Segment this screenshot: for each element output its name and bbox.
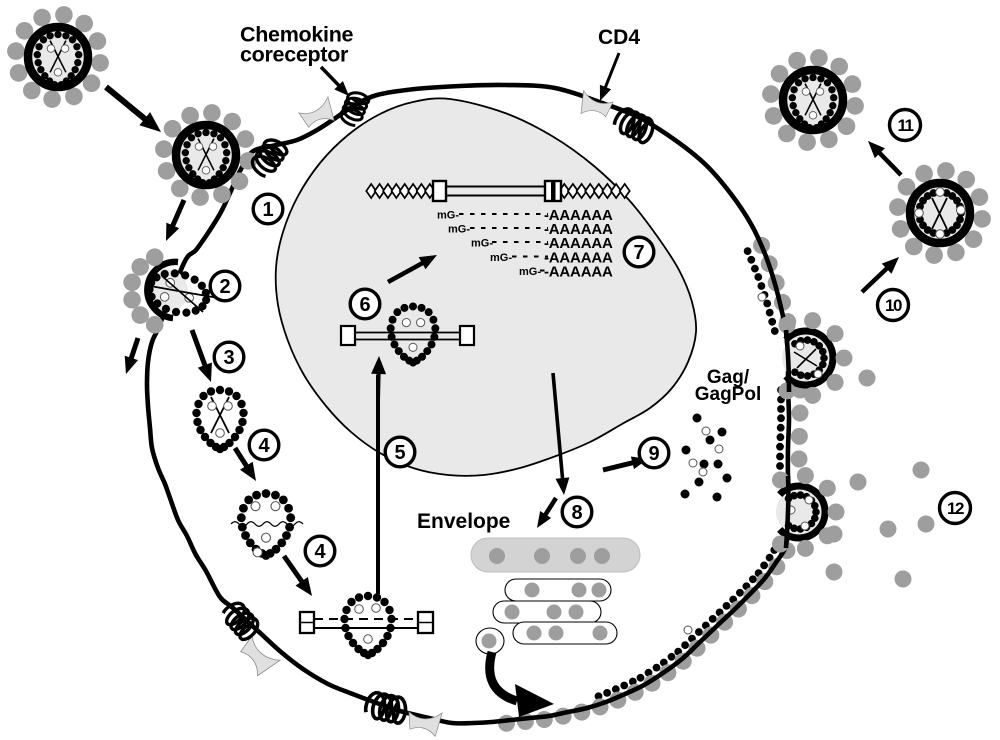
svg-text:-AAAAAA: -AAAAAA	[544, 221, 613, 238]
svg-text:1: 1	[262, 199, 273, 221]
svg-text:4: 4	[314, 541, 326, 563]
svg-text:7: 7	[633, 242, 644, 264]
svg-text:-AAAAAA: -AAAAAA	[544, 250, 613, 267]
svg-text:2: 2	[219, 276, 230, 298]
svg-text:12: 12	[947, 499, 964, 518]
svg-text:10: 10	[885, 296, 902, 315]
svg-text:5: 5	[394, 442, 405, 464]
svg-text:Envelope: Envelope	[417, 510, 510, 533]
svg-text:8: 8	[571, 502, 582, 524]
svg-text:-AAAAAA: -AAAAAA	[544, 207, 613, 224]
svg-text:6: 6	[359, 294, 370, 316]
svg-text:Gag/: Gag/	[707, 367, 750, 388]
svg-text:Chemokine: Chemokine	[240, 23, 354, 47]
svg-text:9: 9	[648, 443, 659, 465]
svg-text:mG-: mG-	[448, 224, 470, 236]
svg-text:GagPol: GagPol	[695, 384, 762, 405]
svg-text:CD4: CD4	[598, 26, 640, 49]
svg-text:4: 4	[258, 435, 270, 457]
svg-text:mG-: mG-	[490, 252, 512, 264]
svg-text:mG-: mG-	[519, 266, 541, 278]
svg-text:mG-: mG-	[471, 238, 493, 250]
svg-text:-AAAAAA: -AAAAAA	[544, 235, 613, 252]
svg-text:mG-: mG-	[437, 210, 459, 222]
svg-text:coreceptor: coreceptor	[240, 43, 349, 67]
svg-text:-AAAAAA: -AAAAAA	[544, 264, 613, 281]
svg-text:11: 11	[898, 116, 914, 135]
svg-text:3: 3	[223, 347, 234, 369]
